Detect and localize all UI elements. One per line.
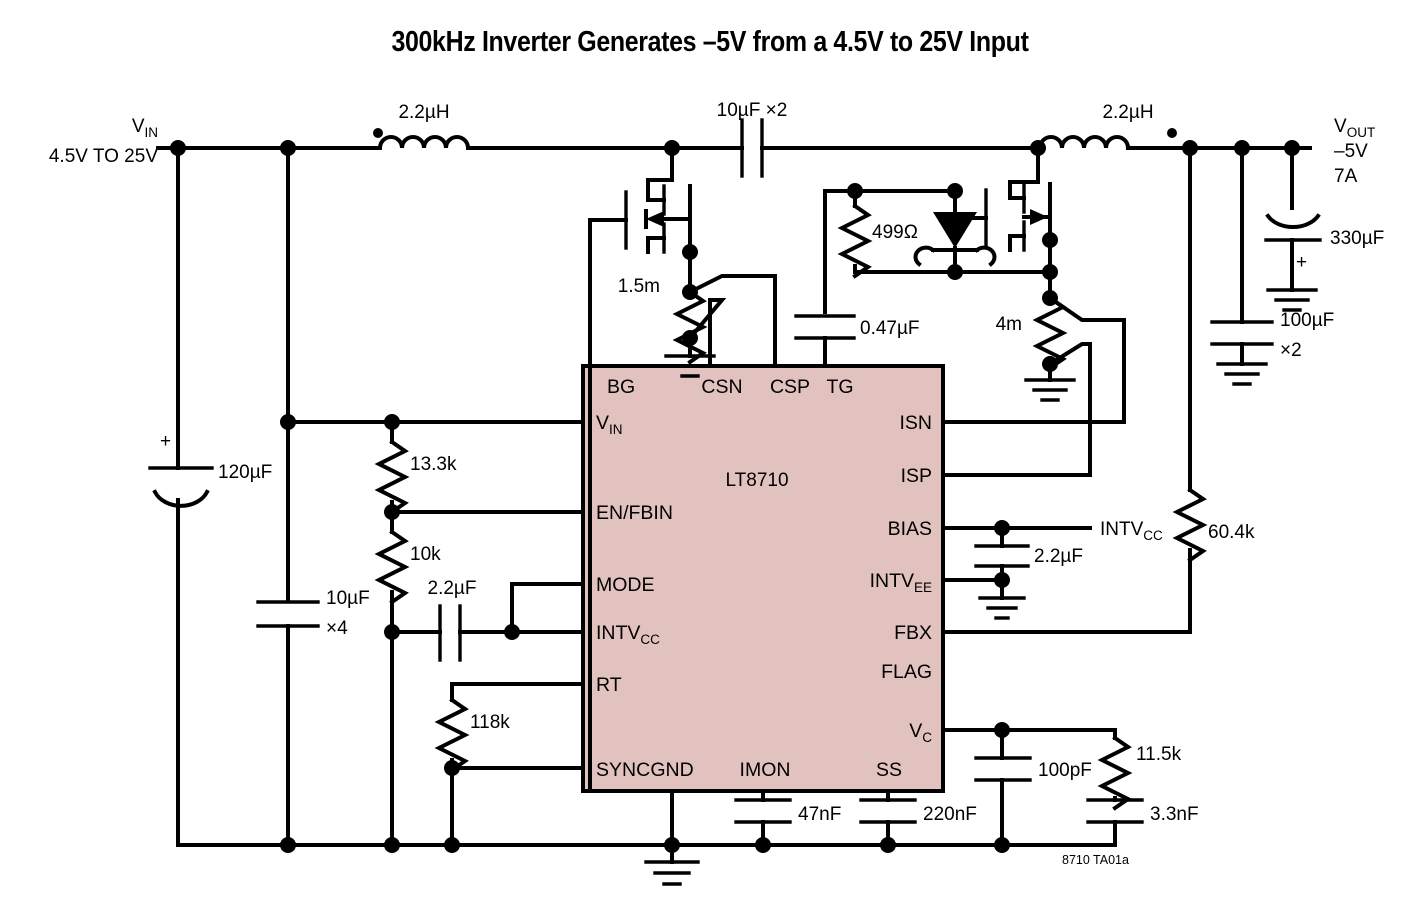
pin-label-vin: VIN — [596, 412, 623, 437]
resistor-11k5-label: 11.5k — [1136, 744, 1182, 765]
inductor-l1-label: 2.2µH — [398, 102, 449, 123]
cap-100uf-label: 100µF — [1280, 310, 1334, 331]
pin-label-imon: IMON — [740, 759, 791, 781]
resistor-118k-label: 118k — [470, 712, 510, 733]
cap-100pf-label: 100pF — [1038, 760, 1092, 781]
resistor-4m-label: 4m — [996, 314, 1022, 335]
pin-label-rt: RT — [596, 674, 622, 696]
pin-label-csn: CSN — [701, 376, 742, 398]
resistor-1m5-label: 1.5m — [618, 276, 660, 297]
cap-0u47-label: 0.47µF — [860, 318, 920, 339]
pin-label-enfbin: EN/FBIN — [596, 502, 673, 524]
pin-label-intvee: INTVEE — [870, 570, 932, 595]
cap-120uf-polarity: + — [160, 431, 171, 452]
cap-10uf-mult-label: ×4 — [326, 618, 348, 639]
pin-label-vc: VC — [909, 720, 932, 745]
cap-330uf-label: 330µF — [1330, 228, 1384, 249]
inductor-l1-polarity-dot — [373, 128, 383, 138]
pin-label-tg: TG — [826, 376, 853, 398]
pin-label-flag: FLAG — [881, 661, 932, 683]
vin-range-label: 4.5V TO 25V — [49, 146, 158, 167]
cap-10uf-label: 10µF — [326, 588, 370, 609]
inductor-l2-label: 2.2µH — [1102, 102, 1153, 123]
cap-330uf-polarity: + — [1296, 252, 1307, 273]
pin-label-mode: MODE — [596, 574, 655, 596]
pin-label-gnd: GND — [650, 759, 693, 781]
cap-3n3-label: 3.3nF — [1150, 804, 1199, 825]
inductor-l2-polarity-dot — [1167, 128, 1177, 138]
pin-label-bias: BIAS — [888, 518, 932, 540]
coupling-cap-label: 10µF ×2 — [717, 100, 788, 121]
resistor-60k4-label: 60.4k — [1208, 522, 1255, 543]
pin-label-ss: SS — [876, 759, 902, 781]
pin-label-sync: SYNC — [596, 759, 650, 781]
intvcc-net-label: INTVCC — [1100, 519, 1163, 543]
resistor-13k3-label: 13.3k — [410, 454, 457, 475]
pin-label-csp: CSP — [770, 376, 810, 398]
ic-lt8710-body — [581, 364, 945, 793]
pin-label-isp: ISP — [901, 465, 932, 487]
vin-label: VIN — [132, 116, 158, 140]
cap-120uf-label: 120µF — [218, 462, 272, 483]
doc-reference-label: 8710 TA01a — [1062, 853, 1129, 867]
cap-100uf-mult-label: ×2 — [1280, 340, 1302, 361]
pin-label-bg: BG — [607, 376, 635, 398]
pin-label-isn: ISN — [899, 412, 932, 434]
page-title: 300kHz Inverter Generates –5V from a 4.5… — [391, 26, 1029, 58]
cap-220nf-label: 220nF — [923, 804, 977, 825]
cap-2u2-intvcc-label: 2.2µF — [428, 578, 477, 599]
resistor-499-label: 499Ω — [872, 222, 918, 243]
pin-label-fbx: FBX — [894, 622, 932, 644]
pin-label-intvcc: INTVCC — [596, 622, 660, 647]
vout-label: VOUT — [1334, 116, 1375, 140]
vout-value-label: –5V — [1334, 141, 1368, 162]
resistor-10k-label: 10k — [410, 544, 441, 565]
ic-part-label: LT8710 — [725, 470, 788, 491]
cap-47nf-label: 47nF — [798, 804, 841, 825]
cap-2u2-bias-label: 2.2µF — [1034, 546, 1083, 567]
vout-current-label: 7A — [1334, 166, 1358, 187]
